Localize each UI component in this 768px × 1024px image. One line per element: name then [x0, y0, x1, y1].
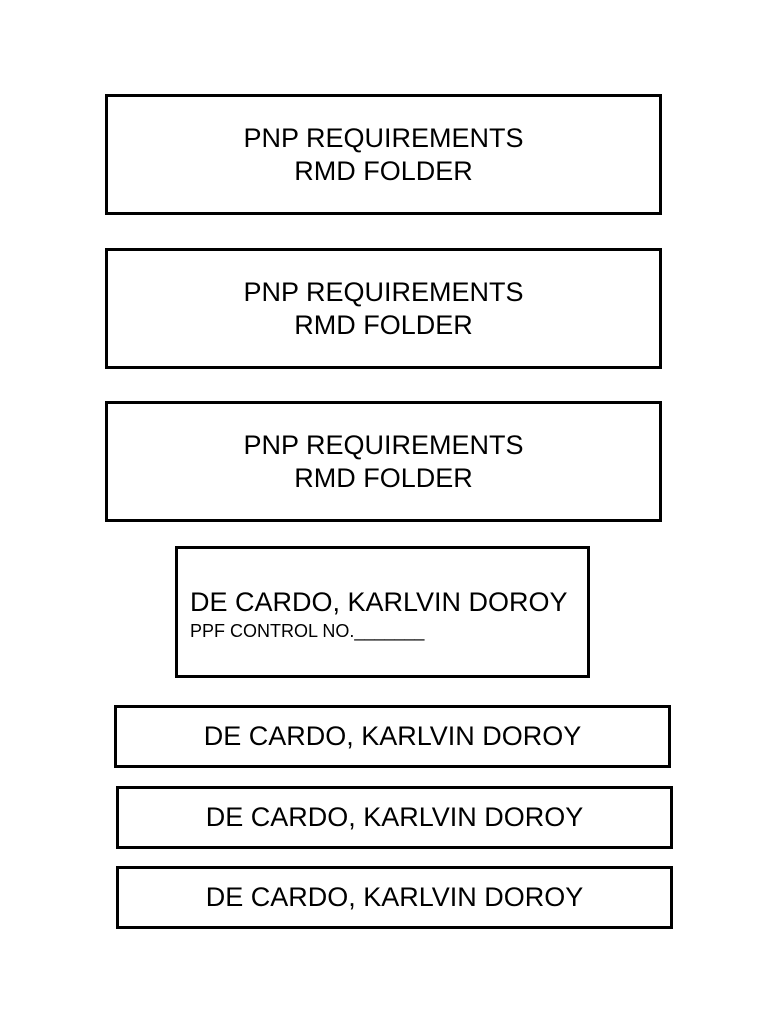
folder-label-title: PNP REQUIREMENTS: [243, 276, 524, 307]
control-number-field: PPF CONTROL NO._______: [190, 621, 425, 641]
control-label-name: DE CARDO, KARLVIN DOROY: [190, 587, 568, 617]
folder-label-subtitle: RMD FOLDER: [294, 462, 473, 493]
name-label-3: DE CARDO, KARLVIN DOROY: [116, 866, 673, 929]
name-label-text: DE CARDO, KARLVIN DOROY: [203, 721, 582, 751]
folder-label-title: PNP REQUIREMENTS: [243, 122, 524, 153]
folder-label-subtitle: RMD FOLDER: [294, 309, 473, 340]
name-label-2: DE CARDO, KARLVIN DOROY: [116, 786, 673, 849]
folder-label-title: PNP REQUIREMENTS: [243, 429, 524, 460]
folder-label-1: PNP REQUIREMENTS RMD FOLDER: [105, 94, 662, 215]
folder-label-subtitle: RMD FOLDER: [294, 155, 473, 186]
folder-label-2: PNP REQUIREMENTS RMD FOLDER: [105, 248, 662, 369]
name-label-text: DE CARDO, KARLVIN DOROY: [205, 802, 584, 832]
name-label-text: DE CARDO, KARLVIN DOROY: [205, 882, 584, 912]
control-number-label: DE CARDO, KARLVIN DOROY PPF CONTROL NO._…: [175, 546, 590, 678]
folder-label-3: PNP REQUIREMENTS RMD FOLDER: [105, 401, 662, 522]
name-label-1: DE CARDO, KARLVIN DOROY: [114, 705, 671, 768]
